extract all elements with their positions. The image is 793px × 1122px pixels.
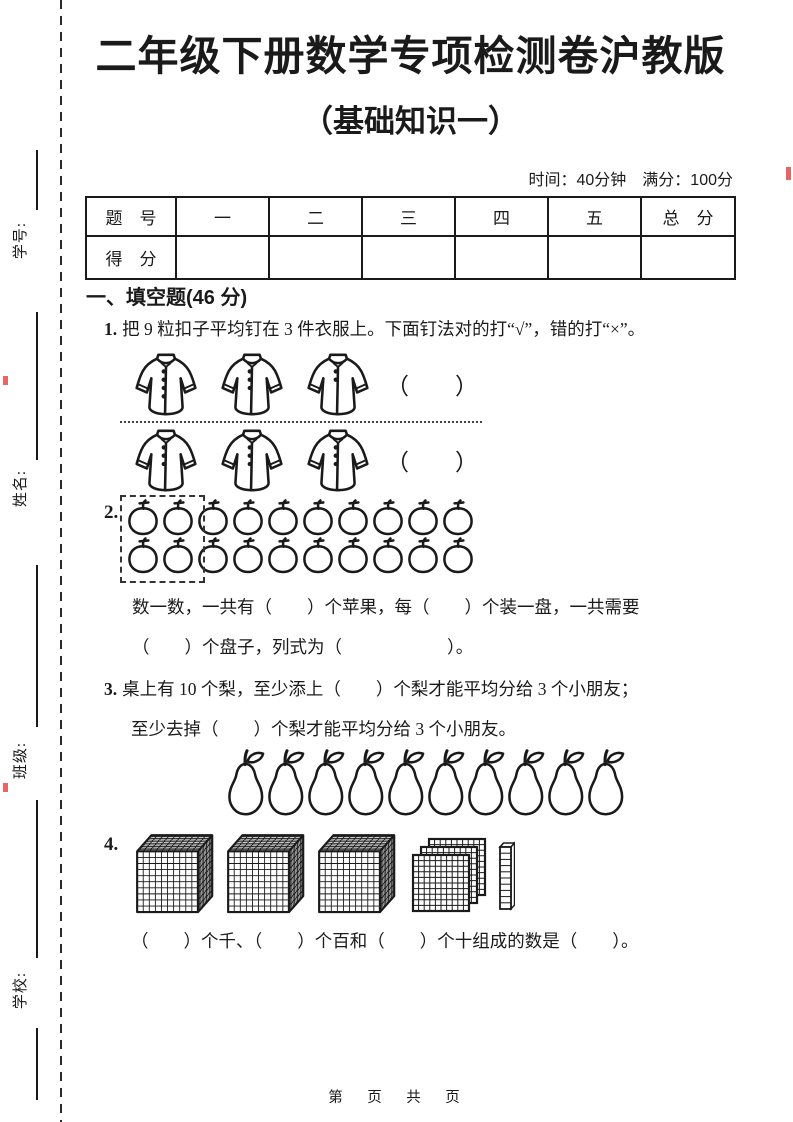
score-table-header-row: 题 号 一 二 三 四 五 总 分	[85, 196, 736, 237]
apple-group-dashed-box	[120, 495, 205, 583]
page-footer: 第 页 共 页	[328, 1090, 465, 1106]
student-id-label: 学号:	[13, 221, 30, 259]
red-scan-mark	[786, 167, 791, 180]
apple-figure	[338, 537, 368, 574]
question-4-number: 4.	[104, 834, 119, 855]
score-cell	[268, 235, 363, 280]
question-1-number: 1.	[104, 319, 118, 339]
header-cell-question-number: 题 号	[85, 196, 177, 237]
score-cell	[454, 235, 549, 280]
class-label: 班级:	[13, 741, 30, 779]
shirt-row: （ ）	[120, 350, 488, 418]
shirt-row: （ ）	[120, 426, 488, 494]
question-4-text: （ ）个千、（ ）个百和（ ）个十组成的数是（ ）。	[131, 931, 639, 951]
header-cell-4: 四	[454, 196, 549, 237]
question-3-number: 3.	[104, 679, 118, 699]
apple-grid	[126, 499, 476, 575]
question-1-text: 1.把 9 粒扣子平均钉在 3 件衣服上。下面钉法对的打“√”，错的打“×”。	[104, 319, 646, 339]
coat-figure	[221, 353, 283, 415]
apple-figure	[268, 537, 298, 574]
apple-figure	[198, 499, 228, 536]
thousand-cube-figure	[136, 834, 214, 914]
pear-row	[226, 748, 626, 818]
header-cell-1: 一	[175, 196, 270, 237]
page-title: 二年级下册数学专项检测卷沪教版	[95, 33, 726, 79]
coat-figure	[135, 429, 197, 491]
apple-figure	[163, 537, 193, 574]
apple-figure	[443, 499, 473, 536]
pear-figure	[388, 749, 425, 816]
student-id-blank-line	[36, 150, 38, 210]
name-blank-line	[36, 312, 38, 460]
pear-figure	[548, 749, 585, 816]
question-4-figure	[130, 828, 515, 914]
section-heading: 一、填空题(46 分)	[86, 287, 248, 309]
score-table-score-row: 得 分	[85, 235, 736, 280]
header-cell-total: 总 分	[640, 196, 736, 237]
question-2-text-line2: （ ）个盘子，列式为（ ）。	[132, 637, 474, 657]
school-label: 学校:	[13, 971, 30, 1009]
apple-figure	[303, 537, 333, 574]
question-1-figure: （ ） （ ）	[120, 350, 488, 494]
answer-bracket: （ ）	[386, 450, 478, 475]
pear-figure	[468, 749, 505, 816]
question-2-text-line1: 数一数，一共有（ ）个苹果，每（ ）个装一盘，一共需要	[132, 597, 640, 617]
pear-figure	[228, 749, 265, 816]
apple-figure	[373, 499, 403, 536]
apple-figure	[408, 537, 438, 574]
pear-figure	[508, 749, 545, 816]
school-blank-line	[36, 800, 38, 958]
shirt-row-figures	[134, 427, 370, 494]
hundred-flats-figure	[411, 837, 487, 913]
apple-figure	[373, 537, 403, 574]
apple-figure	[268, 499, 298, 536]
apple-figure	[163, 499, 193, 536]
thousand-cube-figure	[227, 834, 305, 914]
red-scan-mark	[3, 783, 8, 792]
score-cell	[547, 235, 642, 280]
score-cell	[175, 235, 270, 280]
exam-meta: 时间：40分钟 满分：100分	[528, 172, 734, 189]
coat-figure	[135, 353, 197, 415]
binding-dashed-line	[60, 0, 62, 1122]
apple-figure	[338, 499, 368, 536]
score-cell-total	[640, 235, 736, 280]
apple-figure	[303, 499, 333, 536]
pear-figure	[308, 749, 345, 816]
pear-figure	[348, 749, 385, 816]
question-3-text-line1: 3.桌上有 10 个梨，至少添上（ ）个梨才能平均分给 3 个小朋友；	[104, 679, 639, 699]
header-cell-5: 五	[547, 196, 642, 237]
coat-figure	[307, 429, 369, 491]
question-2-figure	[120, 495, 476, 583]
pear-figure	[428, 749, 465, 816]
header-cell-2: 二	[268, 196, 363, 237]
pear-figure	[588, 749, 625, 816]
answer-bracket: （ ）	[386, 374, 478, 399]
red-scan-mark	[3, 376, 8, 385]
apple-figure	[198, 537, 228, 574]
apple-figure	[128, 499, 158, 536]
apple-figure	[443, 537, 473, 574]
apple-figure	[233, 537, 263, 574]
score-row-label: 得 分	[85, 235, 177, 280]
apple-figure	[408, 499, 438, 536]
ten-rod-figure	[498, 841, 515, 911]
apple-figure	[128, 537, 158, 574]
bottom-blank-line	[36, 1028, 38, 1100]
question-2-number: 2.	[104, 502, 119, 523]
page-subtitle: （基础知识一）	[302, 104, 519, 139]
score-table: 题 号 一 二 三 四 五 总 分 得 分	[85, 196, 736, 280]
class-blank-line	[36, 565, 38, 727]
score-cell	[361, 235, 456, 280]
question-3-text-line2: 至少去掉（ ）个梨才能平均分给 3 个小朋友。	[131, 719, 516, 739]
pear-figure	[268, 749, 305, 816]
apple-figure	[233, 499, 263, 536]
coat-figure	[307, 353, 369, 415]
thousand-cube-figure	[318, 834, 396, 914]
header-cell-3: 三	[361, 196, 456, 237]
name-label: 姓名:	[13, 469, 30, 507]
shirt-row-figures	[134, 351, 370, 418]
coat-figure	[221, 429, 283, 491]
dotted-divider	[120, 421, 482, 423]
